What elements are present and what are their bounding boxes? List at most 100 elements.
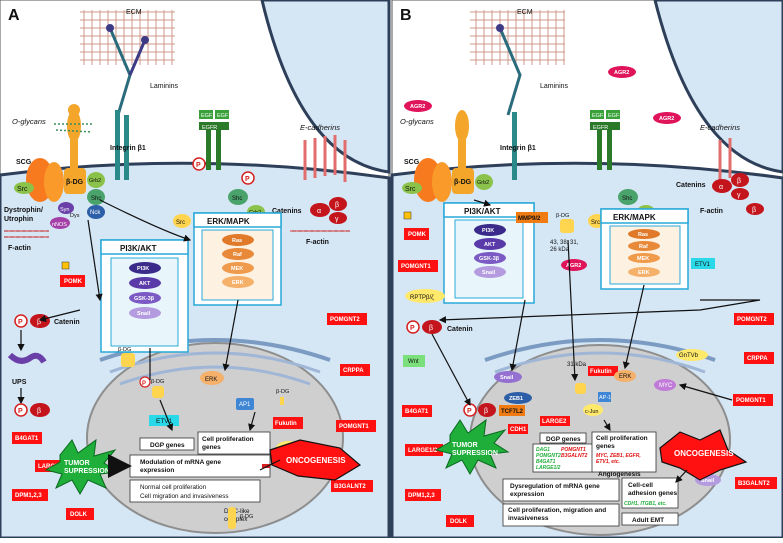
dystrophin-label-a: Dystrophin/ bbox=[4, 207, 43, 214]
svg-text:GSK-3β: GSK-3β bbox=[479, 256, 500, 262]
svg-text:EGF: EGF bbox=[608, 113, 620, 119]
svg-text:AGR2: AGR2 bbox=[566, 263, 581, 269]
o-glycans-label-b: O-glycans bbox=[400, 117, 434, 126]
svg-text:POMGNT1: POMGNT1 bbox=[339, 424, 369, 430]
zeb1-label: ZEB1 bbox=[509, 396, 523, 402]
svg-text:P: P bbox=[142, 381, 146, 387]
tumor-suppression-star-b bbox=[434, 418, 510, 476]
svg-text:Snail: Snail bbox=[701, 478, 715, 484]
p-catenin-a2: P bbox=[18, 408, 23, 415]
egfr-b: EGF EGF EGFR bbox=[590, 110, 620, 170]
prolif-list-red: MYC, ZEB1, EGFR,ETV1, etc. bbox=[596, 453, 641, 465]
svg-text:B3GALNT2: B3GALNT2 bbox=[334, 484, 366, 490]
catenin-label-a: Catenin bbox=[54, 319, 80, 326]
myc-label: MYC bbox=[659, 383, 673, 389]
svg-text:DOLK: DOLK bbox=[70, 512, 88, 518]
wnt-label-b1: Wnt bbox=[408, 359, 419, 365]
svg-text:GSK-3β: GSK-3β bbox=[134, 296, 155, 302]
etv1-label-b: ETV1 bbox=[695, 262, 711, 268]
svg-text:α: α bbox=[719, 184, 723, 191]
src-label-b: Src bbox=[405, 186, 416, 193]
migration-label-a: Cell migration and invasiveness bbox=[140, 493, 229, 500]
scg-label-a: SCG bbox=[16, 159, 32, 166]
dys-label-a: Dys bbox=[70, 213, 80, 219]
panel-a-letter: A bbox=[8, 7, 20, 24]
ups-label-a: UPS bbox=[12, 379, 27, 386]
enzymes-left-b: B4GAT1 LARGE1/2 DPM1,2,3 DOLK bbox=[402, 405, 474, 527]
src-label-a: Src bbox=[17, 186, 28, 193]
ap1-label-a: AP1 bbox=[239, 402, 251, 408]
laminins-label-a: Laminins bbox=[150, 83, 179, 90]
svg-text:AGR2: AGR2 bbox=[614, 70, 629, 76]
svg-text:Snail: Snail bbox=[482, 270, 496, 276]
alpha-a: α bbox=[317, 208, 321, 215]
arrows-b bbox=[431, 199, 761, 483]
agr2-bubble-1 bbox=[404, 100, 432, 112]
svg-text:ERK: ERK bbox=[232, 280, 244, 286]
svg-text:EGFR: EGFR bbox=[202, 125, 217, 131]
svg-text:POMGNT2: POMGNT2 bbox=[737, 317, 767, 323]
svg-text:c-Jun: c-Jun bbox=[585, 409, 598, 415]
svg-text:PI3K/AKT: PI3K/AKT bbox=[464, 207, 501, 216]
svg-text:Grb2: Grb2 bbox=[477, 180, 489, 186]
svg-text:DPM1,2,3: DPM1,2,3 bbox=[408, 493, 435, 499]
pomk-label-b: POMK bbox=[408, 232, 427, 238]
src-label-a2: Src bbox=[176, 220, 185, 226]
mmp-label: MMP9/2 bbox=[518, 216, 541, 222]
panel-b-letter: B bbox=[400, 7, 412, 24]
svg-text:EGF: EGF bbox=[201, 113, 213, 119]
svg-text:POMGNT1: POMGNT1 bbox=[736, 398, 766, 404]
panel-a: A ECM Laminins O-glycans Integrin β1 SCG… bbox=[0, 0, 391, 540]
dgp-genes-label-b: DGP genes bbox=[546, 436, 581, 443]
svg-text:Src: Src bbox=[591, 220, 600, 226]
svg-text:POMGNT2: POMGNT2 bbox=[330, 317, 360, 323]
scg-label-b: SCG bbox=[404, 159, 420, 166]
cdh1-label: CDH1 bbox=[510, 427, 527, 433]
svg-text:Snail: Snail bbox=[137, 311, 151, 317]
pomgnt1-label-b1: POMGNT1 bbox=[401, 264, 431, 270]
factin-label-b: F-actin bbox=[700, 208, 723, 215]
pi3k-akt-box-a: PI3K/AKT PI3K AKT GSK-3β Snail bbox=[100, 239, 189, 353]
catenin-label-b: Catenin bbox=[447, 326, 473, 333]
svg-text:DOLK: DOLK bbox=[450, 519, 468, 525]
beta-catenin-a2: β bbox=[37, 408, 41, 415]
dgp-genes-box-a bbox=[139, 437, 195, 451]
ap1-label-b: AP-1 bbox=[599, 395, 611, 401]
svg-text:β-DG: β-DG bbox=[276, 389, 289, 395]
gamma-a: γ bbox=[335, 216, 339, 223]
svg-text:CRPPA: CRPPA bbox=[343, 368, 364, 374]
svg-text:CRPPA: CRPPA bbox=[747, 356, 768, 362]
svg-text:ERK: ERK bbox=[619, 374, 631, 380]
p-egfr-a: P bbox=[196, 162, 201, 169]
svg-text:β-DG: β-DG bbox=[151, 379, 164, 385]
bdg-label-a: β-DG bbox=[66, 179, 84, 186]
laminins-label-b: Laminins bbox=[540, 83, 569, 90]
ecadherin-a bbox=[303, 135, 347, 182]
svg-text:Raf: Raf bbox=[639, 244, 648, 250]
fukutin-label-a: Fukutin bbox=[275, 421, 297, 427]
integrin-a bbox=[115, 110, 120, 180]
factin-label-a2: F-actin bbox=[306, 239, 329, 246]
svg-text:PI3K: PI3K bbox=[482, 228, 494, 234]
src-bubble-a bbox=[14, 182, 34, 194]
svg-text:Raf: Raf bbox=[233, 252, 242, 258]
erk-mapk-box-b: ERK/MAPK Ras Raf MEK ERK bbox=[600, 208, 689, 290]
svg-text:Ras: Ras bbox=[232, 238, 242, 244]
agr2-bubble-4 bbox=[561, 259, 587, 271]
agr2-bubble-3 bbox=[653, 112, 681, 124]
shc-label-a: Shc bbox=[91, 196, 101, 202]
enzymes-right-a: POMGNT2 CRPPA POMGNT1 B3GALNT2 bbox=[327, 313, 376, 492]
adult-emt-label: Adult EMT bbox=[632, 517, 664, 524]
svg-text:LARGE1/2: LARGE1/2 bbox=[408, 448, 438, 454]
erk-nuclear-a: ERK bbox=[205, 377, 217, 383]
tumor-suppression-star-a bbox=[44, 438, 120, 496]
svg-text:B3GALNT2: B3GALNT2 bbox=[738, 481, 770, 487]
ap1-badge-a bbox=[236, 398, 254, 410]
egfr-a: EGF EGF EGFR bbox=[199, 110, 229, 170]
oncogenesis-label-b: ONCOGENESIS bbox=[674, 449, 734, 458]
dgc-like-label: DGC-likecomplex bbox=[224, 508, 250, 523]
